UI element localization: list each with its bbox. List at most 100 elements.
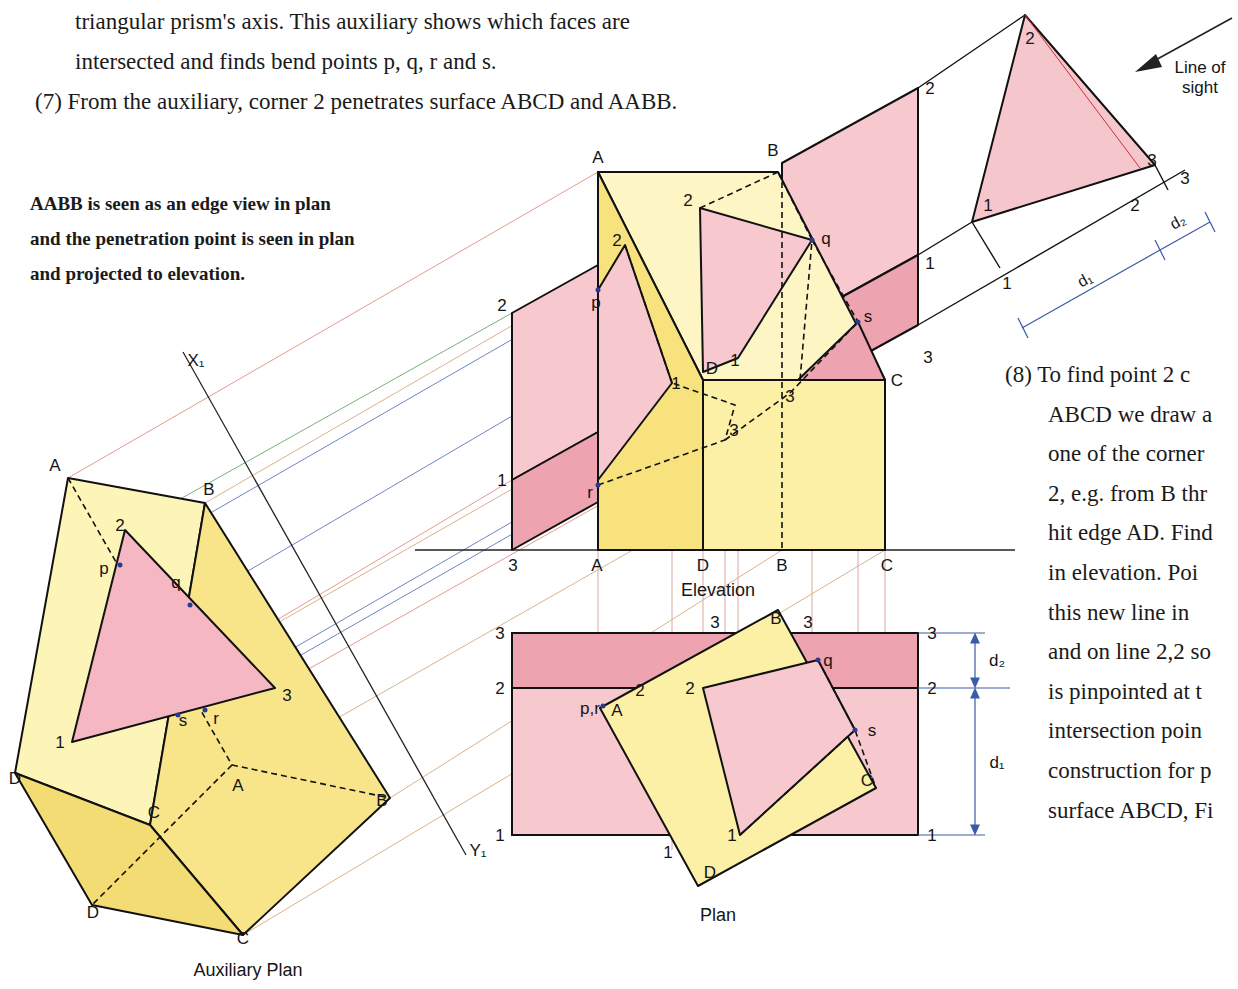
callout-label: 2 <box>683 192 692 209</box>
prism-section <box>72 530 275 742</box>
callout-label: 2 <box>925 80 934 97</box>
body-text: in elevation. Poi <box>1048 553 1198 593</box>
callout-label: d₂ <box>989 652 1005 669</box>
callout-label: C <box>237 930 249 947</box>
callout-label: 1 <box>663 844 672 861</box>
square-prism-elevation <box>598 172 885 550</box>
callout-label: 2 <box>612 232 621 249</box>
callout-label: q <box>821 230 830 247</box>
callout-label: 3 <box>495 625 504 642</box>
callout-label: r <box>587 484 593 501</box>
callout-label: A <box>611 702 622 719</box>
callout-label: 2 <box>635 682 644 699</box>
callout-label: 3 <box>923 349 932 366</box>
callout-label: D <box>704 864 716 881</box>
body-text: (7) From the auxiliary, corner 2 penetra… <box>35 82 715 122</box>
callout-label: q <box>823 652 832 669</box>
projector-lines <box>15 172 918 935</box>
callout-label: 2 <box>1130 197 1139 214</box>
callout-label: C <box>861 772 873 789</box>
callout-label: D <box>87 904 99 921</box>
callout-label: 2 <box>927 680 936 697</box>
aux-projectors <box>918 15 1185 325</box>
bend-points <box>596 238 861 488</box>
dimension-lines <box>918 633 1010 835</box>
callout-label: 3 <box>1147 152 1156 169</box>
callout-label: 1 <box>497 472 506 489</box>
callout-label: Y₁ <box>469 842 486 859</box>
side-note: AABB is seen as an edge view in plan and… <box>30 186 360 291</box>
callout-label: D <box>697 557 709 574</box>
callout-label: D <box>706 360 718 377</box>
square-prism-plan <box>600 610 876 886</box>
callout-label: 3 <box>1180 170 1189 187</box>
callout-label: B <box>776 557 787 574</box>
callout-label: X₁ <box>187 352 204 369</box>
callout-label: 1 <box>983 197 992 214</box>
callout-label: 3 <box>508 557 517 574</box>
callout-label: B <box>770 610 781 627</box>
callout-label: A <box>232 777 243 794</box>
aux-triangle <box>972 15 1155 222</box>
callout-label: 3 <box>282 687 291 704</box>
body-text: and on line 2,2 so <box>1048 632 1211 672</box>
callout-label: s <box>864 308 873 325</box>
auxiliary-plan-prism <box>15 478 390 935</box>
callout-label: B <box>376 792 387 809</box>
callout-label: 1 <box>495 827 504 844</box>
body-text: 2, e.g. from B thr <box>1048 474 1207 514</box>
hidden-lines-plan <box>740 660 876 835</box>
callout-label: C <box>881 557 893 574</box>
callout-label: 3 <box>785 388 794 405</box>
view-title: Line of sight <box>1160 58 1238 97</box>
callout-label: C <box>891 372 903 389</box>
callout-label: 1 <box>55 734 64 751</box>
callout-label: B <box>203 481 214 498</box>
callout-label: s <box>868 722 877 739</box>
callout-label: 2 <box>1025 30 1034 47</box>
callout-label: p,r <box>580 700 600 717</box>
callout-label: A <box>592 149 603 166</box>
callout-label: C <box>148 804 160 821</box>
body-text: intersection poin <box>1048 711 1202 751</box>
callout-label: D <box>9 770 21 787</box>
view-title: Elevation <box>681 581 755 599</box>
callout-label: 3 <box>710 614 719 631</box>
callout-label: p <box>591 294 600 311</box>
callout-label: d₂ <box>1168 211 1189 232</box>
body-text: this new line in <box>1048 593 1189 633</box>
callout-label: 1 <box>1002 275 1011 292</box>
body-text: is pinpointed at t <box>1048 672 1202 712</box>
callout-label: 2 <box>495 680 504 697</box>
callout-label: 1 <box>927 827 936 844</box>
callout-label: Plan <box>700 906 736 924</box>
callout-label: p <box>99 560 108 577</box>
callout-label: A <box>591 557 602 574</box>
view-title: Auxiliary Plan <box>193 961 302 979</box>
callout-label: 1 <box>925 255 934 272</box>
body-text: (8) To find point 2 c <box>1005 355 1190 395</box>
callout-label: d₁ <box>989 754 1004 771</box>
body-text: one of the corner <box>1048 434 1204 474</box>
callout-label: 2 <box>115 517 124 534</box>
callout-label: q <box>171 574 180 591</box>
callout-label: 3 <box>803 614 812 631</box>
callout-label: 1 <box>730 352 739 369</box>
body-text: construction for p <box>1048 751 1212 791</box>
auxiliary-hidden-lines <box>68 478 390 905</box>
body-text: hit edge AD. Find <box>1048 513 1213 553</box>
callout-label: 3 <box>927 625 936 642</box>
aux-dimensions <box>1018 212 1215 338</box>
callout-label: A <box>49 457 60 474</box>
aux-construction <box>1025 15 1140 168</box>
callout-label: d₁ <box>1075 270 1095 291</box>
callout-label: r <box>213 710 219 727</box>
body-text: triangular prism's axis. This auxiliary … <box>75 2 685 82</box>
body-text: surface ABCD, Fi <box>1048 791 1213 831</box>
aux-bend-points <box>118 563 208 718</box>
callout-label: 1 <box>671 375 680 392</box>
callout-label: 2 <box>497 297 506 314</box>
callout-label: 2 <box>685 680 694 697</box>
hidden-lines <box>598 172 858 550</box>
callout-label: 3 <box>729 422 738 439</box>
